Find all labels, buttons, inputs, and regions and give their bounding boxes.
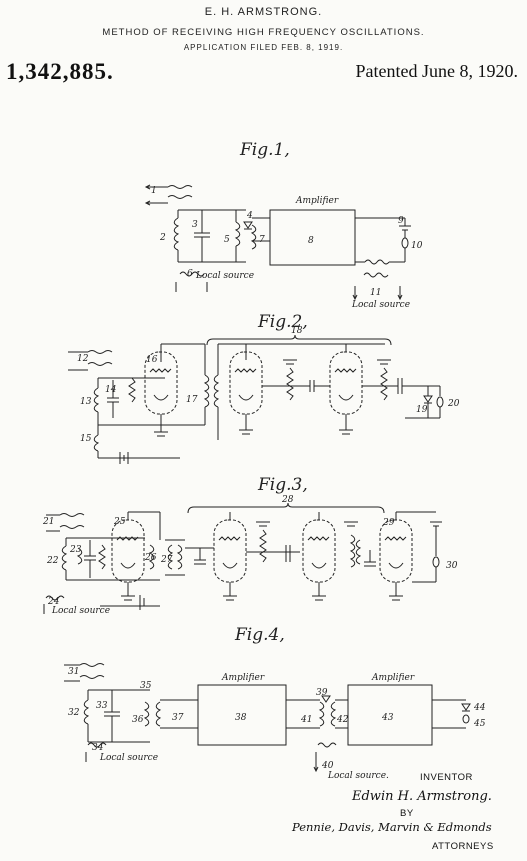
fig4-ref-31: 31	[68, 667, 79, 677]
fig1-ref-4: 4	[246, 211, 253, 221]
fig1-amplifier-label: Amplifier	[295, 196, 339, 206]
fig4-ref-44: 44	[473, 703, 486, 713]
fig3-ref-21: 21	[42, 517, 54, 527]
attorneys-label: ATTORNEYS	[432, 841, 494, 852]
fig3-ref-26: 26	[144, 553, 157, 563]
fig1-title: Fig.1,	[239, 140, 290, 160]
fig3-ref-30: 30	[446, 561, 458, 571]
patent-title: METHOD OF RECEIVING HIGH FREQUENCY OSCIL…	[102, 27, 425, 38]
fig1-local-source-a: Local source	[195, 271, 254, 281]
fig1-local-source-b: Local source	[351, 300, 410, 310]
fig3-ref-29: 29	[382, 518, 395, 528]
fig4-ref-39: 39	[316, 688, 328, 698]
patent-number: 1,342,885.	[6, 59, 114, 84]
fig1-ref-2: 2	[159, 233, 166, 243]
inventor-label: INVENTOR	[420, 772, 473, 783]
fig4-ref-37: 37	[172, 713, 184, 723]
fig2-tube-a	[229, 351, 263, 415]
fig1-ref-3: 3	[192, 220, 198, 230]
fig4-ref-32: 32	[68, 708, 80, 718]
fig2-ref-15: 15	[80, 434, 92, 444]
fig4-ref-45: 45	[473, 719, 486, 729]
fig1-ref-5: 5	[224, 235, 230, 245]
fig4-ref-43: 43	[381, 713, 394, 723]
fig4-ref-40: 40	[321, 761, 334, 771]
fig3-tube-a	[213, 519, 247, 583]
fig3-tube-29	[379, 519, 413, 583]
fig3-ref-23: 23	[69, 545, 82, 555]
fig1-ref-9: 9	[398, 216, 404, 226]
fig3-title: Fig.3,	[257, 475, 308, 495]
fig4-ref-38: 38	[235, 713, 247, 723]
fig3-tube-b	[302, 519, 336, 583]
fig2-ref-17: 17	[186, 395, 198, 405]
fig4-amplifier-label-b: Amplifier	[371, 673, 415, 683]
fig2-ref-19: 19	[416, 405, 428, 415]
fig2-ref-12: 12	[77, 354, 89, 364]
attorneys-signature: Pennie, Davis, Marvin & Edmonds	[292, 820, 492, 834]
patent-date: Patented June 8, 1920.	[355, 61, 518, 81]
fig2-ref-13: 13	[80, 397, 92, 407]
fig3-ref-28: 28	[281, 495, 294, 505]
fig2-ref-18: 18	[291, 326, 303, 336]
fig4-amplifier-38	[197, 684, 287, 746]
fig3-ref-25: 25	[113, 517, 126, 527]
fig4-ref-42: 42	[336, 715, 349, 725]
fig3-tube-25	[111, 519, 145, 583]
fig3-ref-27: 27	[160, 555, 173, 565]
fig4-circuit	[64, 663, 471, 773]
fig3-circuit	[43, 502, 442, 614]
inventor-header: E. H. ARMSTRONG.	[204, 6, 323, 18]
fig1-ref-6: 6	[187, 269, 193, 279]
fig1-antenna-coil	[167, 185, 193, 199]
fig2-tube-b	[329, 351, 363, 415]
fig1-amplifier-box	[269, 209, 356, 266]
fig1-ref-10: 10	[411, 241, 423, 251]
fig4-ref-33: 33	[96, 701, 108, 711]
fig4-ref-36: 36	[132, 715, 144, 725]
fig3-ref-24: 24	[47, 597, 60, 607]
fig4-amplifier-43	[347, 684, 433, 746]
fig4-ref-34: 34	[92, 743, 104, 753]
fig3-local-source: Local source	[51, 606, 110, 616]
fig2-ref-20: 20	[447, 399, 460, 409]
filing-date: APPLICATION FILED FEB. 8, 1919.	[183, 43, 344, 52]
fig2-ref-14: 14	[105, 385, 117, 395]
fig1-circuit	[144, 184, 411, 301]
fig2-circuit	[68, 334, 444, 464]
fig1-coil-2	[173, 217, 180, 251]
inventor-signature: Edwin H. Armstrong.	[352, 789, 492, 804]
fig4-amplifier-label-a: Amplifier	[221, 673, 265, 683]
by-label: BY	[400, 808, 414, 819]
fig1-ref-11: 11	[370, 288, 381, 298]
fig2-title: Fig.2,	[257, 312, 308, 332]
fig1-ref-1: 1	[151, 186, 157, 196]
fig4-local-source-a: Local source	[99, 753, 158, 763]
fig1-ref-7: 7	[259, 235, 265, 245]
fig4-local-source-b: Local source.	[327, 771, 389, 781]
fig3-ref-22: 22	[46, 556, 59, 566]
fig1-ref-8: 8	[308, 236, 314, 246]
fig4-ref-35: 35	[140, 681, 152, 691]
fig4-ref-41: 41	[300, 715, 312, 725]
fig4-title: Fig.4,	[234, 625, 285, 645]
fig2-ref-16: 16	[146, 355, 158, 365]
